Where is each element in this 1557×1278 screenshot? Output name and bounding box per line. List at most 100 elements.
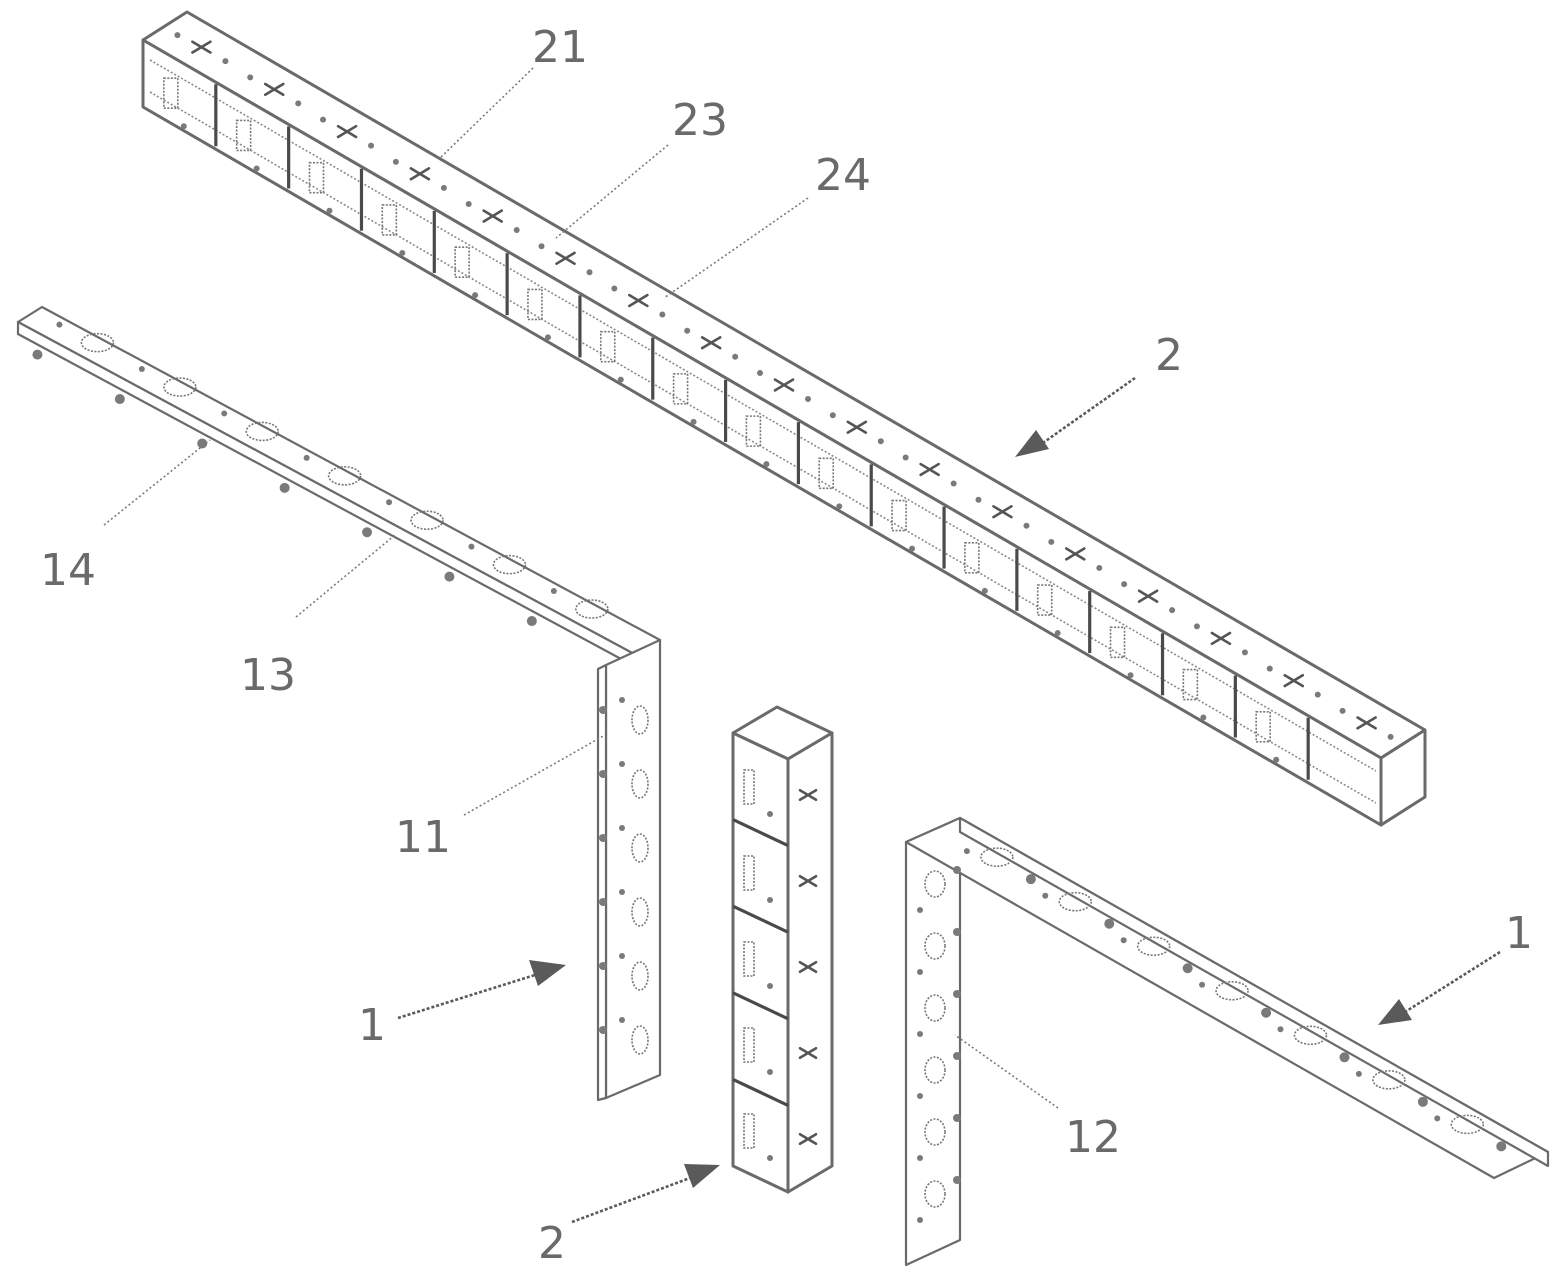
beam-top-dot: [587, 269, 593, 275]
vertical-post: [733, 707, 832, 1192]
label-13: 13: [240, 650, 296, 701]
long-beam: [143, 12, 1425, 825]
right-bracket-bolt: [1261, 1008, 1271, 1018]
beam-top-dot: [903, 454, 909, 460]
left-bracket-horizontal-top: [18, 307, 660, 655]
beam-top-dot: [659, 312, 665, 318]
beam-dot: [836, 503, 842, 509]
right-bracket-vertical-dot: [917, 1155, 923, 1161]
right-bracket-bolt: [1339, 1052, 1349, 1062]
beam-top-dot: [441, 185, 447, 191]
beam-front-face: [143, 40, 1381, 825]
left-bracket-bolt: [444, 572, 454, 582]
left-bracket-dot: [551, 588, 557, 594]
label-23: 23: [672, 95, 728, 146]
beam-top-dot: [1169, 607, 1175, 613]
beam-top-dot: [1340, 708, 1346, 714]
beam-top-dot: [393, 159, 399, 165]
beam-dot: [1273, 757, 1279, 763]
left-bracket-dot: [468, 544, 474, 550]
beam-top-dot: [539, 243, 545, 249]
right-bracket-vertical-bolt: [953, 1176, 961, 1184]
beam-top-dot: [514, 227, 520, 233]
left-bracket-dot: [221, 410, 227, 416]
left-bracket-bolt: [527, 616, 537, 626]
beam-top-dot: [757, 370, 763, 376]
label-11: 11: [395, 812, 451, 863]
right-bracket-vertical-bolt: [953, 928, 961, 936]
right-bracket-dot: [1434, 1115, 1440, 1121]
right-bracket-dot: [964, 848, 970, 854]
beam-top-dot: [1315, 692, 1321, 698]
post-dot: [767, 811, 773, 817]
arrow-beam: [1015, 378, 1135, 457]
beam-dot: [399, 250, 405, 256]
beam-top-dot: [878, 438, 884, 444]
right-bracket-vertical-face: [906, 818, 960, 1265]
beam-dot: [909, 546, 915, 552]
beam-top-dot: [174, 32, 180, 38]
left-bracket-vertical-bolt: [599, 898, 607, 906]
beam-dot: [691, 419, 697, 425]
label-1-left: 1: [358, 1000, 386, 1051]
left-bracket-vertical-dot: [619, 825, 625, 831]
beam-dot: [1200, 715, 1206, 721]
left-bracket-dot: [139, 366, 145, 372]
beam-dot: [472, 292, 478, 298]
leader-12: [955, 1035, 1058, 1108]
left-bracket-dot: [386, 499, 392, 505]
beam-top-dot: [830, 412, 836, 418]
arrow-right-bracket: [1378, 952, 1500, 1025]
left-bracket-bolt: [362, 527, 372, 537]
left-bracket-vertical-edge: [598, 665, 606, 1100]
label-2-post: 2: [538, 1218, 566, 1269]
left-bracket-vertical-bolt: [599, 1026, 607, 1034]
leader-23: [556, 145, 668, 238]
beam-dot: [326, 208, 332, 214]
beam-top-dot: [684, 328, 690, 334]
leader-11: [464, 735, 605, 815]
label-1-right: 1: [1505, 908, 1533, 959]
left-bracket-vertical-dot: [619, 1017, 625, 1023]
label-2-beam: 2: [1155, 330, 1183, 381]
beam-dot: [1128, 672, 1134, 678]
beam-dot: [982, 588, 988, 594]
beam-dot: [545, 334, 551, 340]
right-bracket-bolt: [1183, 963, 1193, 973]
right-bracket-marks: [917, 848, 1506, 1223]
right-bracket-dot: [1199, 982, 1205, 988]
leader-13: [296, 535, 395, 617]
leader-24: [664, 198, 808, 298]
beam-dot: [1055, 630, 1061, 636]
beam-top-dot: [368, 143, 374, 149]
right-bracket-vertical-dot: [917, 907, 923, 913]
beam-dot: [763, 461, 769, 467]
right-bracket-vertical-dot: [917, 1031, 923, 1037]
post-dot: [767, 1155, 773, 1161]
beam-top-dot: [320, 117, 326, 123]
left-bracket-vertical-dot: [619, 761, 625, 767]
beam-top-dot: [975, 497, 981, 503]
label-24: 24: [815, 150, 871, 201]
left-bracket-bolt: [32, 350, 42, 360]
right-bracket-vertical-bolt: [953, 1052, 961, 1060]
post-dot: [767, 897, 773, 903]
beam-top-dot: [805, 396, 811, 402]
leader-14: [104, 440, 210, 525]
beam-top-dot: [951, 480, 957, 486]
right-bracket-vertical-bolt: [953, 1114, 961, 1122]
left-bracket-bolt: [280, 483, 290, 493]
left-l-bracket: [18, 307, 660, 1100]
right-l-bracket: [906, 818, 1548, 1265]
right-bracket-bolt: [1496, 1141, 1506, 1151]
arrow-post: [572, 1164, 720, 1222]
left-bracket-marks: [32, 322, 648, 1054]
right-bracket-bolt: [1104, 919, 1114, 929]
right-bracket-vertical-dot: [917, 969, 923, 975]
beam-dot: [618, 377, 624, 383]
beam-top-dot: [1023, 523, 1029, 529]
left-bracket-dot: [56, 322, 62, 328]
left-bracket-bolt: [197, 438, 207, 448]
right-bracket-vertical-dot: [917, 1093, 923, 1099]
right-bracket-bolt: [1418, 1097, 1428, 1107]
